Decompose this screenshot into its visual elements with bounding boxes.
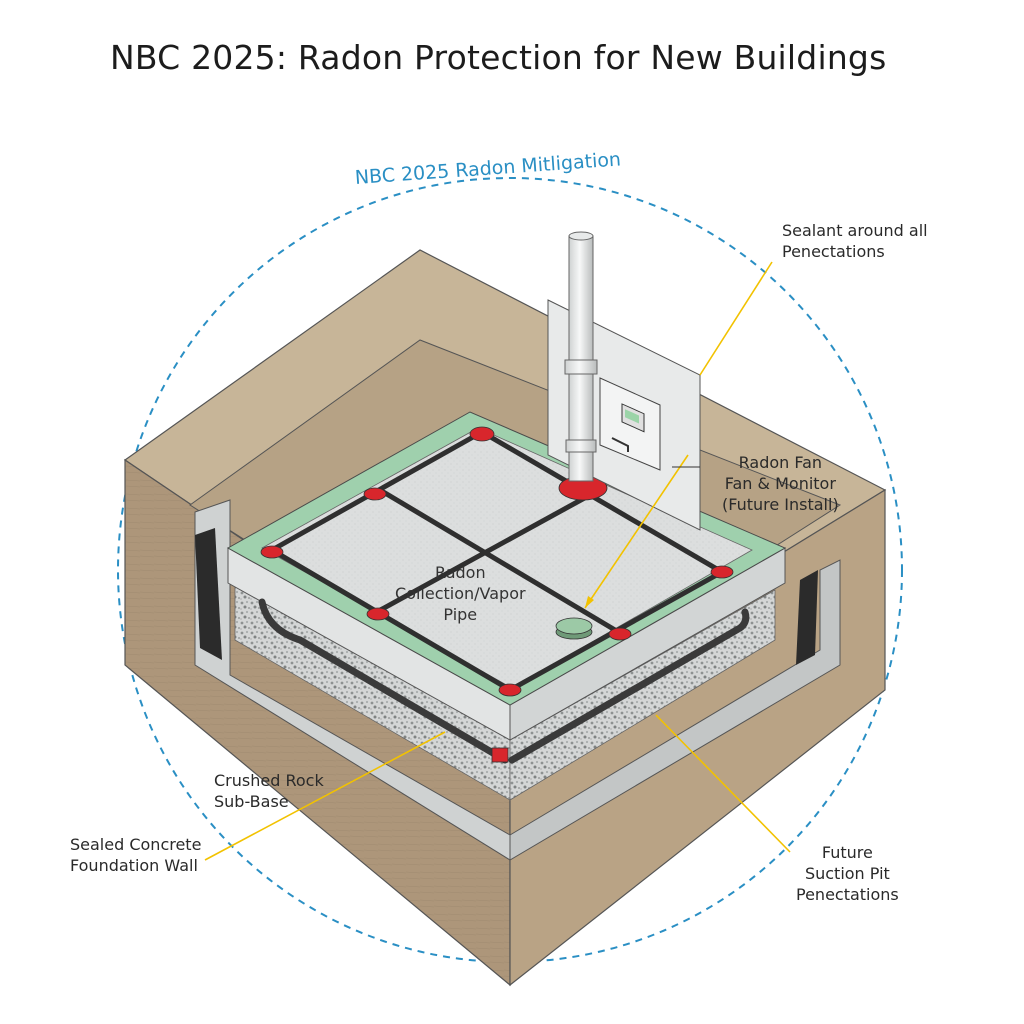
sub-slab-pipe-right bbox=[508, 608, 750, 764]
penetration-seals bbox=[260, 426, 734, 697]
label-crushed-rock: Crushed Rock Sub-Base bbox=[214, 771, 324, 811]
monitor-screen bbox=[625, 409, 639, 424]
vent-stack-icon bbox=[564, 231, 598, 482]
insulation-left bbox=[195, 528, 222, 660]
sub-slab-pipe-left bbox=[258, 598, 509, 764]
label-foundation-wall: Sealed Concrete Foundation Wall bbox=[70, 835, 202, 875]
suction-cap-icon bbox=[555, 617, 593, 640]
label-fan-monitor: Radon Fan Fan & Monitor (Future Install) bbox=[722, 453, 839, 514]
label-suction-pit: Future Suction Pit Penectations bbox=[796, 843, 899, 904]
label-sealant: Sealant around all Penectations bbox=[782, 221, 928, 261]
insulation-right bbox=[796, 570, 818, 665]
sub-slab-seal bbox=[491, 747, 509, 763]
foundation-wall-right bbox=[509, 559, 841, 861]
leader-lines bbox=[204, 261, 791, 861]
label-collection-pipe: Radon Collection/Vapor Pipe bbox=[395, 563, 526, 624]
fan-switch bbox=[611, 437, 629, 452]
page-title: NBC 2025: Radon Protection for New Build… bbox=[110, 38, 887, 77]
